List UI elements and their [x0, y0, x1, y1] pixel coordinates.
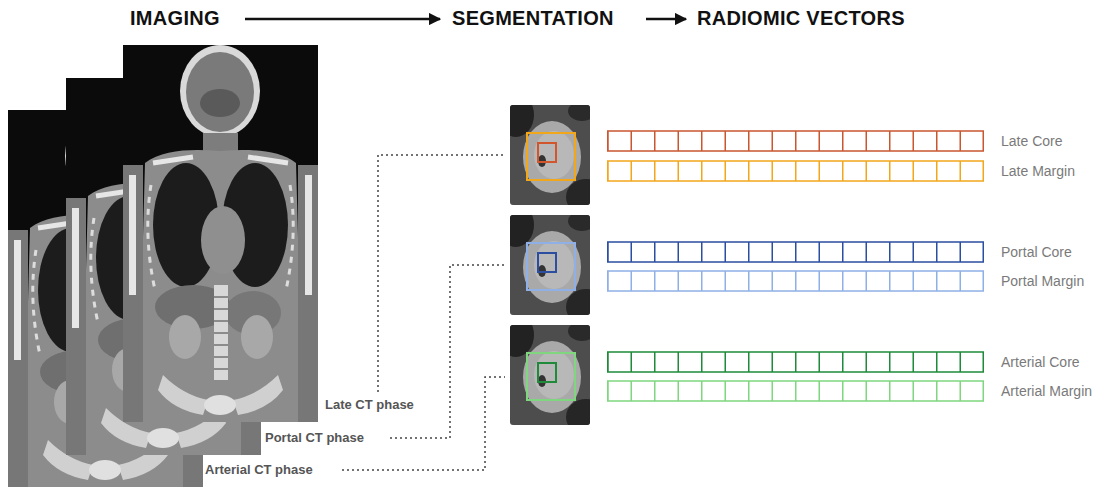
stage-heading: IMAGING: [130, 6, 220, 30]
vector-label: Portal Margin: [1001, 273, 1084, 290]
core-roi: [538, 363, 556, 382]
core-roi: [538, 143, 556, 162]
flow-arrow: [646, 18, 686, 21]
vector-cells: [607, 161, 984, 181]
vector-label: Arterial Margin: [1001, 383, 1092, 400]
feature-vector: [608, 352, 984, 372]
stage-heading: RADIOMIC VECTORS: [697, 6, 905, 30]
leader-line: [378, 155, 505, 392]
vector-cells: [607, 131, 984, 151]
margin-roi: [527, 353, 575, 400]
leader-lines: [342, 155, 505, 470]
core-roi: [538, 253, 556, 272]
margin-roi: [527, 243, 575, 290]
vector-label: Portal Core: [1001, 244, 1072, 261]
vector-label: Late Core: [1001, 133, 1062, 150]
vector-cells: [607, 352, 984, 372]
vector-cells: [607, 381, 984, 401]
feature-vector: [608, 131, 984, 151]
phase-label: Portal CT phase: [263, 430, 366, 446]
leader-line: [342, 377, 505, 470]
margin-roi: [527, 133, 575, 180]
late-thumbnail: [498, 93, 606, 215]
vector-label: Late Margin: [1001, 163, 1075, 180]
late-ct-image: [123, 45, 318, 422]
vector-cells: [607, 242, 984, 262]
phase-label: Late CT phase: [323, 397, 416, 413]
vector-cells: [607, 271, 984, 291]
portal-thumbnail: [498, 203, 606, 325]
feature-vector: [608, 271, 984, 291]
phase-label: Arterial CT phase: [203, 462, 315, 478]
feature-vector: [608, 161, 984, 181]
feature-vector: [608, 242, 984, 262]
arterial-thumbnail: [498, 313, 606, 435]
stage-heading: SEGMENTATION: [452, 6, 614, 30]
flow-arrow: [245, 18, 440, 21]
vector-label: Arterial Core: [1001, 354, 1080, 371]
radiomic-vectors: [607, 131, 984, 401]
ct-stack: [8, 45, 318, 487]
segmentation-thumbnails: [498, 93, 606, 435]
feature-vector: [608, 381, 984, 401]
